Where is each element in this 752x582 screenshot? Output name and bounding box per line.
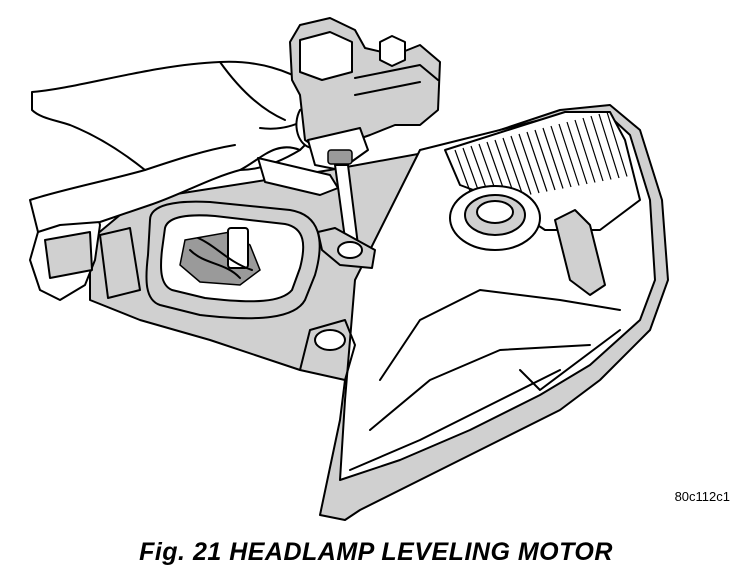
reflector-hatch-line bbox=[534, 129, 556, 191]
reflector-hatch-line bbox=[566, 121, 588, 185]
motor-shaft-icon bbox=[317, 164, 376, 269]
reflector-hatch-line bbox=[502, 137, 524, 197]
reflector-hatch-line bbox=[598, 113, 620, 179]
reflector-hatch-line bbox=[550, 125, 572, 188]
reflector-hatch-line bbox=[606, 111, 628, 177]
bulb-socket-icon bbox=[145, 200, 321, 320]
headlamp-leveling-illustration bbox=[29, 17, 669, 521]
reflector-hatch-line bbox=[590, 115, 612, 180]
reflector-icon bbox=[444, 111, 641, 296]
reflector-hatch-line bbox=[526, 131, 548, 192]
finger-icon bbox=[257, 157, 339, 196]
reflector-hatch-line bbox=[518, 133, 540, 194]
reflector-hatch-line bbox=[558, 123, 580, 186]
reflector-hatch-line bbox=[510, 135, 532, 195]
reflector-hatch-line bbox=[582, 117, 604, 182]
reflector-hatch-line bbox=[542, 127, 564, 189]
figure-reference-code: 80c112c1 bbox=[674, 489, 730, 504]
adjuster-post-icon bbox=[314, 329, 346, 351]
leveling-motor-icon bbox=[289, 17, 441, 171]
figure-caption: Fig. 21 HEADLAMP LEVELING MOTOR bbox=[139, 538, 613, 566]
reflector-hatch-line bbox=[574, 119, 596, 183]
